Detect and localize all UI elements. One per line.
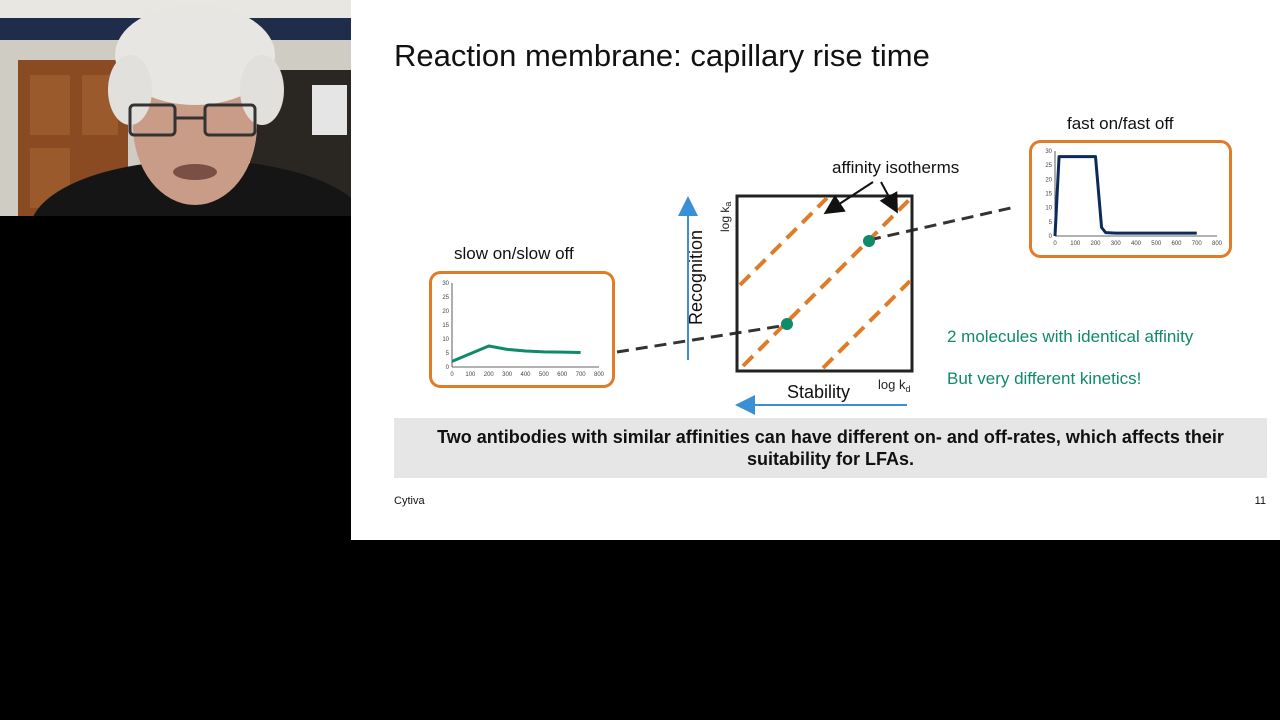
webcam-video — [0, 0, 351, 216]
x-tick-label: 300 — [1111, 241, 1122, 247]
molecule-point-fast — [863, 235, 875, 247]
x-tick-label: 100 — [465, 372, 476, 378]
x-tick-label: 100 — [1070, 241, 1081, 247]
connector-fast — [868, 205, 1016, 242]
molecule-point-slow — [781, 318, 793, 330]
isotherm-line — [821, 279, 912, 370]
x-tick-label: 400 — [520, 372, 531, 378]
y-tick-label: 5 — [1049, 220, 1053, 226]
series-line — [451, 344, 581, 363]
x-tick-label: 400 — [1131, 241, 1142, 247]
annotation-arrow — [879, 181, 898, 214]
y-tick-label: 15 — [1045, 192, 1052, 198]
y-tick-label: 15 — [442, 323, 449, 329]
y-tick-label: 20 — [1045, 177, 1052, 183]
summary-banner: Two antibodies with similar affinities c… — [394, 418, 1267, 478]
fast-chart-title: fast on/fast off — [1067, 114, 1174, 133]
isotherm-line — [738, 196, 829, 287]
x-tick-label: 600 — [1171, 241, 1182, 247]
footer-brand: Cytiva — [394, 495, 425, 507]
stability-label: Stability — [787, 382, 851, 402]
x-tick-label: 700 — [1192, 241, 1203, 247]
y-tick-label: 10 — [1045, 206, 1052, 212]
x-tick-label: 200 — [484, 372, 495, 378]
annotation-arrow — [823, 181, 874, 215]
x-tick-label: 500 — [539, 372, 550, 378]
x-tick-label: 0 — [450, 372, 454, 378]
chart-frame — [1029, 140, 1232, 258]
log-ka-label: log ka — [718, 202, 733, 232]
isotherm-line — [741, 198, 911, 368]
slide-title: Reaction membrane: capillary rise time — [394, 38, 930, 73]
y-tick-label: 25 — [1045, 163, 1052, 169]
affinity-isotherms-label: affinity isotherms — [832, 158, 960, 177]
x-tick-label: 700 — [576, 372, 587, 378]
presenter-video-frame — [0, 0, 351, 216]
kinetics-diagram: log ka log kd — [616, 181, 1016, 415]
y-tick-label: 30 — [442, 281, 449, 287]
page-number: 11 — [1254, 495, 1266, 507]
x-tick-label: 300 — [502, 372, 513, 378]
note-different-kinetics: But very different kinetics! — [947, 369, 1142, 388]
y-tick-label: 10 — [442, 337, 449, 343]
note-identical-affinity: 2 molecules with identical affinity — [947, 327, 1194, 346]
y-tick-label: 30 — [1045, 149, 1052, 155]
x-tick-label: 0 — [1053, 241, 1057, 247]
log-kd-label: log kd — [878, 377, 910, 394]
chart-frame — [429, 271, 615, 388]
series-line — [1053, 155, 1197, 237]
y-tick-label: 0 — [446, 365, 450, 371]
y-tick-label: 20 — [442, 309, 449, 315]
x-tick-label: 500 — [1151, 241, 1162, 247]
y-tick-label: 5 — [446, 351, 450, 357]
x-tick-label: 600 — [557, 372, 568, 378]
x-tick-label: 800 — [594, 372, 605, 378]
slow-chart-title: slow on/slow off — [454, 244, 574, 263]
x-tick-label: 200 — [1090, 241, 1101, 247]
connector-slow — [616, 324, 782, 354]
y-tick-label: 25 — [442, 295, 449, 301]
x-tick-label: 800 — [1212, 241, 1223, 247]
presentation-slide: Reaction membrane: capillary rise time s… — [351, 0, 1280, 540]
y-tick-label: 0 — [1049, 234, 1053, 240]
